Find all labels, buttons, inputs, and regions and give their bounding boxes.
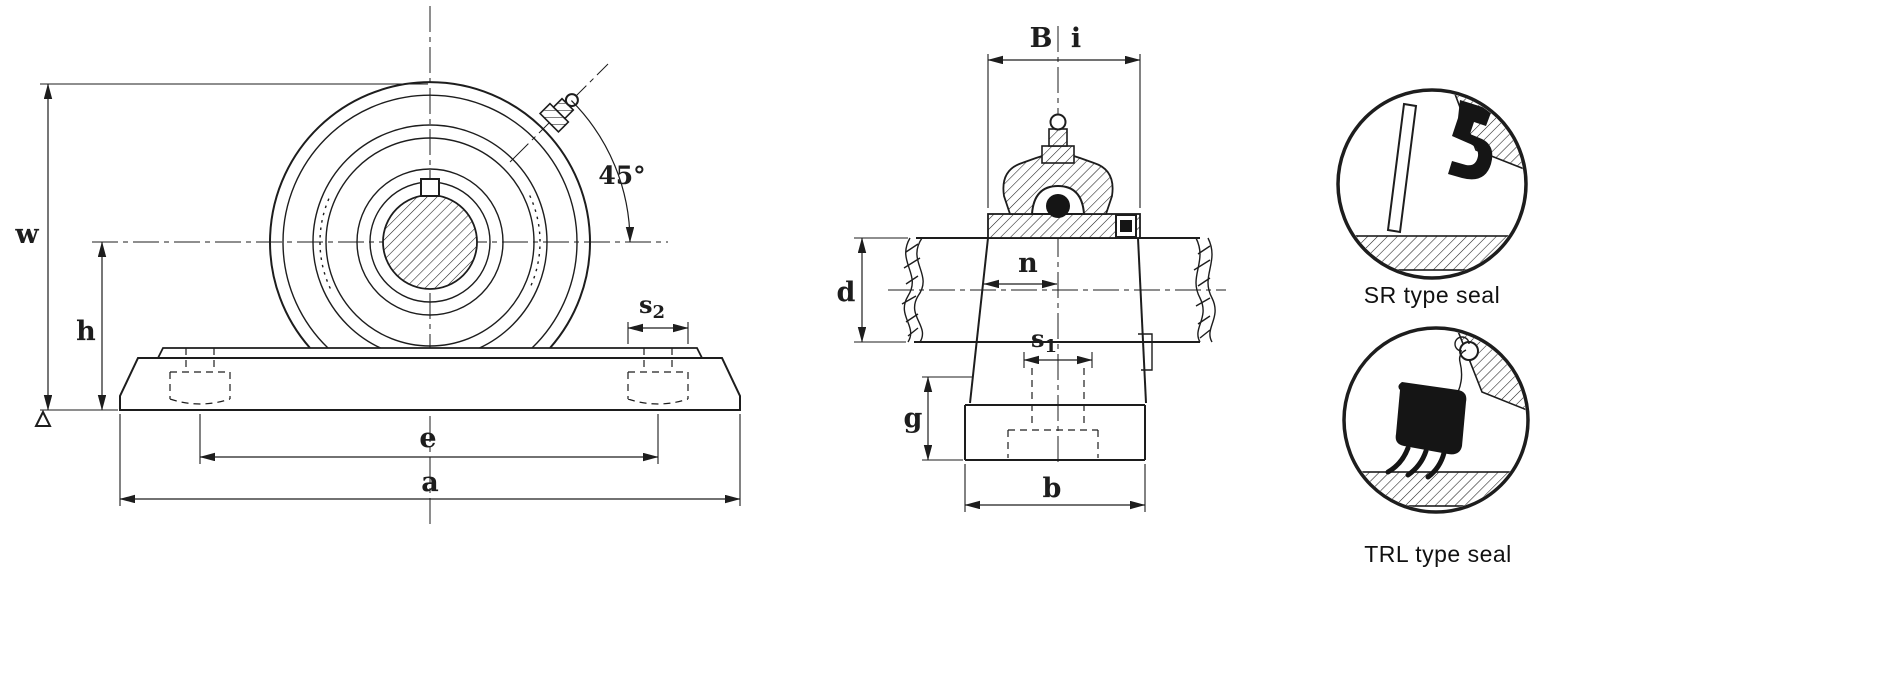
base xyxy=(119,347,741,411)
dim-label-d: d xyxy=(837,277,856,308)
front-view: 45° w h s2 e a xyxy=(14,6,741,526)
trl-seal-lips xyxy=(1385,445,1447,480)
dim-label-i: i xyxy=(1071,23,1081,54)
s2-sub: 2 xyxy=(652,302,665,323)
dimension-s1: s1 xyxy=(1023,324,1093,368)
dim-label-h: h xyxy=(76,316,96,347)
trl-seal-hook xyxy=(1457,349,1467,393)
trl-seal-caption: TRL type seal xyxy=(1364,541,1512,567)
shaft-break-right xyxy=(1193,237,1216,343)
dim-label-s2: s2 xyxy=(639,290,665,323)
dimension-h: h xyxy=(76,241,107,411)
bearing-band-hatched xyxy=(987,213,1141,239)
grease-fitting xyxy=(509,63,609,163)
dim-label-w: w xyxy=(14,219,39,250)
angle-arc xyxy=(570,100,635,243)
grease-fitting-ball xyxy=(564,93,579,108)
trl-seal-section xyxy=(1346,330,1526,507)
dimension-a: a xyxy=(119,414,741,506)
housing-circles xyxy=(312,124,548,360)
body-left-edge xyxy=(969,237,989,404)
pillow-body-side xyxy=(922,237,1153,461)
nipple-ball xyxy=(1049,113,1067,131)
shaft-bore-hatched xyxy=(382,194,478,290)
angle-label: 45° xyxy=(598,161,645,190)
dim-label-b: b xyxy=(1043,473,1062,504)
s2-extensions xyxy=(627,322,689,344)
base-slot-hidden xyxy=(1007,368,1099,458)
bearing-unit-side xyxy=(987,113,1141,239)
sr-seal-profile xyxy=(1448,100,1493,180)
dim-label-a: a xyxy=(421,467,439,498)
Bi-extensions xyxy=(987,54,1141,208)
housing-outer-arc xyxy=(269,81,591,349)
right-foot-bolt-hole xyxy=(627,348,689,405)
trl-spring-coil xyxy=(1454,336,1470,352)
side-view: B i d n s1 g b xyxy=(837,23,1226,512)
shaft-break-left xyxy=(901,237,924,343)
dimension-d: d xyxy=(837,237,908,343)
a-extensions xyxy=(119,414,741,506)
body-right-edge xyxy=(1137,237,1147,404)
dimension-e: e xyxy=(199,414,659,464)
bearing-ball xyxy=(1046,194,1070,218)
left-foot-bolt-hole xyxy=(169,348,231,405)
grease-fitting-axis xyxy=(509,63,609,163)
seal-details: SR type seal TRL type seal xyxy=(1336,88,1530,567)
sr-slinger xyxy=(1386,102,1418,234)
dimension-s2: s2 xyxy=(627,290,689,344)
nipple-hex-base xyxy=(1041,145,1075,164)
base-slab xyxy=(119,357,741,411)
nipple-neck xyxy=(1048,128,1068,147)
bearing-inner-ring-outer-circle xyxy=(356,168,504,316)
body-right-step xyxy=(1138,333,1153,371)
set-screw-dark xyxy=(1120,220,1132,232)
s1-sub: 1 xyxy=(1044,336,1057,357)
dimension-n: n xyxy=(983,248,1058,289)
dimension-b: b xyxy=(964,464,1146,512)
trl-seal-detail: TRL type seal xyxy=(1342,326,1530,567)
s1-base: s xyxy=(1031,324,1045,353)
dim-label-B: B xyxy=(1030,23,1053,54)
dimension-angle-45: 45° xyxy=(570,100,646,243)
sr-seal-caption: SR type seal xyxy=(1364,282,1500,308)
base-step xyxy=(156,347,704,359)
housing-outer-inner-arc xyxy=(282,94,578,349)
dim-label-n: n xyxy=(1018,248,1038,279)
set-screw xyxy=(420,178,440,197)
base-side-outline xyxy=(964,404,1146,461)
dimension-Bi: B i xyxy=(987,23,1141,208)
trl-spring xyxy=(1459,341,1479,361)
datum-triangle xyxy=(34,409,52,427)
dimension-g: g xyxy=(904,376,963,461)
trl-seal-body xyxy=(1395,382,1467,455)
bearing-outer-ring-circle xyxy=(325,137,535,347)
sr-seal-detail: SR type seal xyxy=(1336,88,1528,308)
dim-label-g: g xyxy=(904,403,923,434)
dim-label-s1: s1 xyxy=(1031,324,1057,357)
housing-outline xyxy=(269,81,591,349)
s2-base: s xyxy=(639,290,653,319)
trl-detail-circle xyxy=(1342,326,1530,514)
side-view-centerlines xyxy=(888,26,1226,466)
dim-label-e: e xyxy=(419,423,436,454)
sr-detail-circle xyxy=(1336,88,1528,280)
